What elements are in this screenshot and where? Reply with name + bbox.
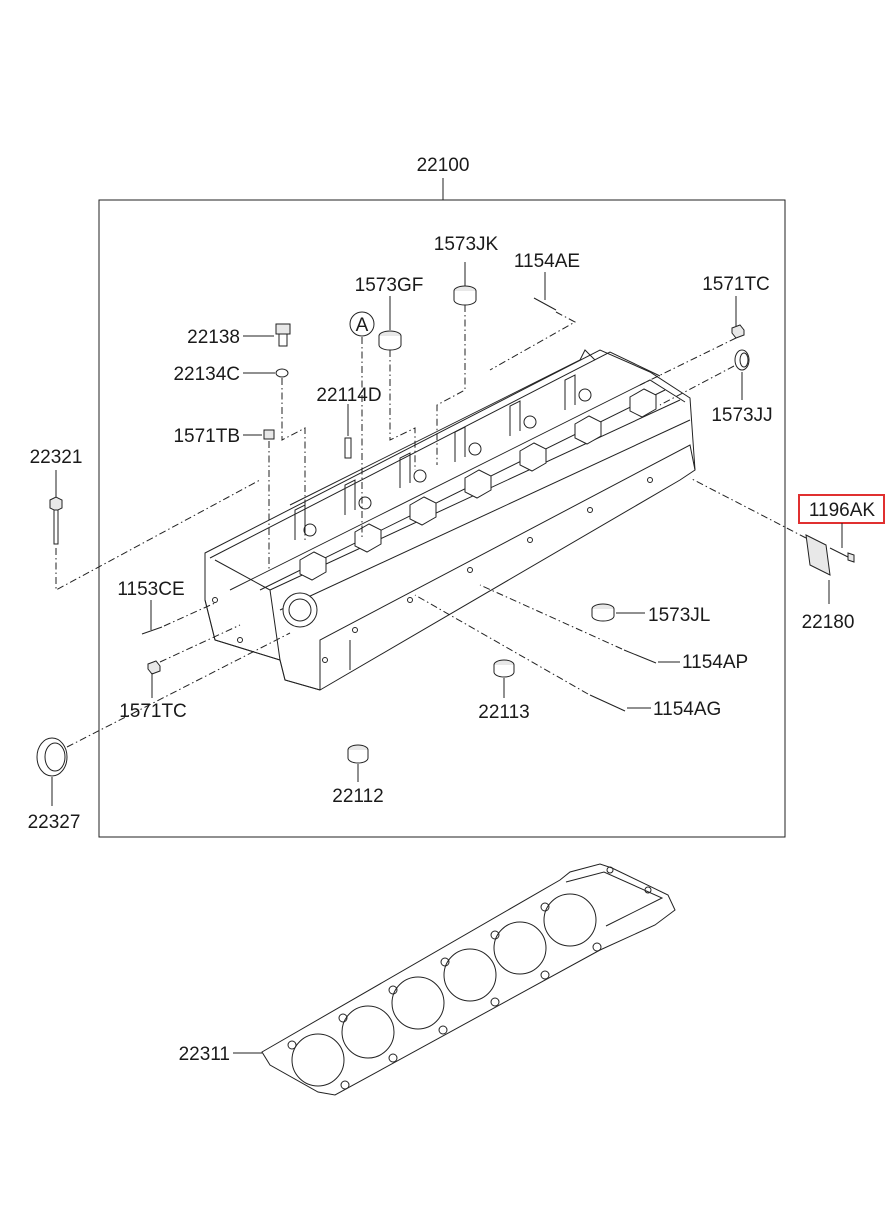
part-1573JJ-icon[interactable] — [734, 349, 750, 371]
label-1573GF[interactable]: 1573GF — [355, 275, 424, 296]
cylinder-head — [204, 349, 696, 691]
assembly-frame — [98, 199, 786, 838]
label-22138[interactable]: 22138 — [187, 327, 240, 348]
reference-A-circle — [349, 311, 375, 337]
part-1571TB-icon[interactable] — [263, 429, 275, 440]
label-1196AK[interactable]: 1196AK — [809, 500, 876, 521]
label-22112[interactable]: 22112 — [332, 786, 383, 807]
label-1154AG[interactable]: 1154AG — [653, 699, 721, 720]
label-22113[interactable]: 22113 — [478, 702, 529, 723]
label-1573JK[interactable]: 1573JK — [434, 234, 499, 255]
label-22180[interactable]: 22180 — [802, 612, 855, 633]
label-1573JJ[interactable]: 1573JJ — [711, 405, 772, 426]
label-22100[interactable]: 22100 — [417, 155, 470, 176]
part-1153CE-icon[interactable] — [141, 626, 163, 635]
label-1154AE[interactable]: 1154AE — [514, 251, 580, 272]
part-1571TC-top-icon[interactable] — [731, 324, 745, 339]
part-1196AK-icon[interactable] — [829, 547, 855, 563]
label-1571TC-top[interactable]: 1571TC — [702, 274, 770, 295]
label-1153CE[interactable]: 1153CE — [117, 579, 184, 600]
label-22134C[interactable]: 22134C — [173, 364, 240, 385]
part-22321-icon[interactable] — [49, 496, 63, 545]
part-22134C-icon[interactable] — [275, 368, 289, 378]
part-22311-gasket[interactable] — [261, 863, 676, 1096]
label-22327[interactable]: 22327 — [28, 812, 81, 833]
part-22112-icon[interactable] — [347, 744, 369, 764]
label-1573JL[interactable]: 1573JL — [648, 605, 710, 626]
part-22138-icon[interactable] — [275, 323, 291, 347]
label-1154AP[interactable]: 1154AP — [682, 652, 748, 673]
label-22114D[interactable]: 22114D — [316, 385, 381, 406]
part-1573GF-icon[interactable] — [378, 330, 402, 351]
part-1154AP-icon[interactable] — [623, 649, 657, 664]
part-22180-icon[interactable] — [805, 534, 831, 576]
label-22321[interactable]: 22321 — [30, 447, 83, 468]
part-1571TC-bottom-icon[interactable] — [147, 660, 161, 675]
part-22114D-icon[interactable] — [344, 437, 352, 459]
reference-A: A — [356, 315, 369, 336]
label-22311[interactable]: 22311 — [179, 1044, 230, 1065]
label-1571TC-bottom[interactable]: 1571TC — [119, 701, 187, 722]
part-1154AE-icon[interactable] — [533, 297, 557, 311]
part-1573JL-icon[interactable] — [591, 603, 615, 622]
label-1571TB[interactable]: 1571TB — [173, 426, 240, 447]
part-1573JK-icon[interactable] — [453, 285, 477, 306]
part-22327-icon[interactable] — [36, 737, 68, 777]
part-1154AG-icon[interactable] — [589, 694, 626, 712]
part-22113-icon[interactable] — [493, 659, 515, 678]
